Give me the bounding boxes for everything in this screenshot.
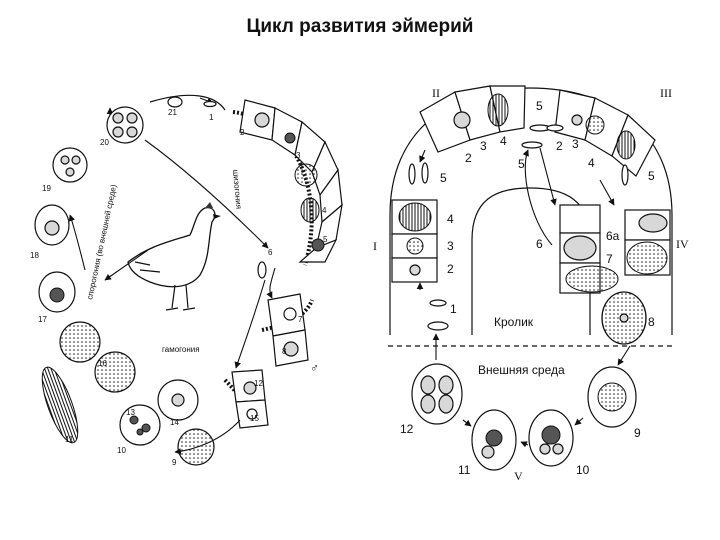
right-life-cycle: I II III IV V 1 2 3 4 5 2 3 4 5 5 2 3 4 … — [373, 85, 689, 483]
label-schizogony: шизогония — [231, 169, 243, 209]
label-male-symbol: ♂ — [310, 361, 319, 375]
stage-number-4: 4 — [322, 206, 327, 215]
roman-I: I — [373, 239, 377, 253]
stage-number-5: 5 — [323, 235, 328, 244]
page-title: Цикл развития эймерий — [246, 16, 474, 37]
right-stage-4c: 4 — [588, 156, 595, 170]
stage-number-1: 1 — [209, 113, 214, 122]
stage-number-11: 11 — [65, 435, 74, 444]
right-stage-8: 8 — [648, 315, 655, 329]
stage-number-9: 9 — [172, 458, 177, 467]
right-stage-5d: 5 — [648, 169, 655, 183]
right-stage-9: 9 — [634, 426, 641, 440]
stage-number-8: 8 — [282, 347, 287, 356]
stage-9-microgamont — [177, 428, 215, 466]
epithelium-right — [559, 204, 671, 294]
epithelium-lower — [223, 369, 269, 429]
stage-number-10: 10 — [117, 446, 126, 455]
left-life-cycle: 1 2 3 4 5 6 7 8 9 10 11 12 13 14 15 16 1… — [30, 94, 343, 467]
label-host-rabbit: Кролик — [494, 315, 534, 329]
stage-number-18: 18 — [30, 251, 39, 260]
stage-number-14: 14 — [170, 418, 179, 427]
right-stage-12: 12 — [400, 422, 414, 436]
stage-number-7: 7 — [298, 315, 303, 324]
epithelium-middle — [261, 293, 314, 367]
stage-10-microgamont — [119, 404, 161, 446]
epithelium-top — [419, 85, 656, 177]
label-sporogony: спорогония (во внешней среде) — [85, 183, 118, 300]
roman-III: III — [660, 86, 672, 100]
roman-IV: IV — [676, 237, 689, 251]
right-stage-5: 5 — [440, 171, 447, 185]
stage-11-microgametes — [41, 366, 79, 444]
right-stage-3: 3 — [447, 239, 454, 253]
chicken-host — [127, 202, 221, 311]
stage-13-gamont — [94, 351, 136, 393]
stage-number-15: 15 — [250, 414, 259, 423]
stage-19-oocyst — [52, 147, 88, 183]
right-stage-4b: 4 — [500, 134, 507, 148]
stage-16-macrogamete — [59, 321, 101, 363]
stage-number-21: 21 — [168, 108, 177, 117]
stage-21-sporozoite — [167, 96, 183, 108]
stage-number-19: 19 — [42, 184, 51, 193]
right-stage-6: 6 — [536, 237, 543, 251]
epithelium-left — [391, 199, 438, 283]
stage-number-17: 17 — [38, 315, 47, 324]
right-stage-2c: 2 — [556, 139, 563, 153]
label-external-environment: Внешняя среда — [478, 363, 565, 377]
label-gamogony: гамогония — [162, 345, 200, 354]
stage-number-12: 12 — [254, 379, 263, 388]
right-stage-5b: 5 — [536, 99, 543, 113]
right-stage-3c: 3 — [572, 137, 579, 151]
stage-number-20: 20 — [100, 138, 109, 147]
stage-12-sporulated-oocyst — [411, 363, 463, 425]
roman-II: II — [432, 86, 440, 100]
right-stage-4: 4 — [447, 212, 454, 226]
stage-number-2: 2 — [240, 128, 245, 137]
right-stage-2: 2 — [447, 262, 454, 276]
right-stage-2b: 2 — [465, 151, 472, 165]
right-stage-3b: 3 — [480, 139, 487, 153]
stage-20-oocyst — [106, 106, 144, 144]
right-stage-6a: 6а — [606, 229, 620, 243]
right-stage-11: 11 — [458, 463, 471, 477]
right-stage-10: 10 — [576, 463, 590, 477]
stage-number-16: 16 — [98, 359, 107, 368]
right-stage-5c: 5 — [518, 157, 525, 171]
right-stage-1: 1 — [450, 302, 457, 316]
stage-number-6: 6 — [268, 248, 273, 257]
stage-number-13: 13 — [126, 408, 135, 417]
stage-number-3: 3 — [296, 151, 301, 160]
roman-V: V — [514, 469, 523, 483]
epithelium-upper — [232, 99, 343, 266]
right-stage-7: 7 — [606, 252, 613, 266]
